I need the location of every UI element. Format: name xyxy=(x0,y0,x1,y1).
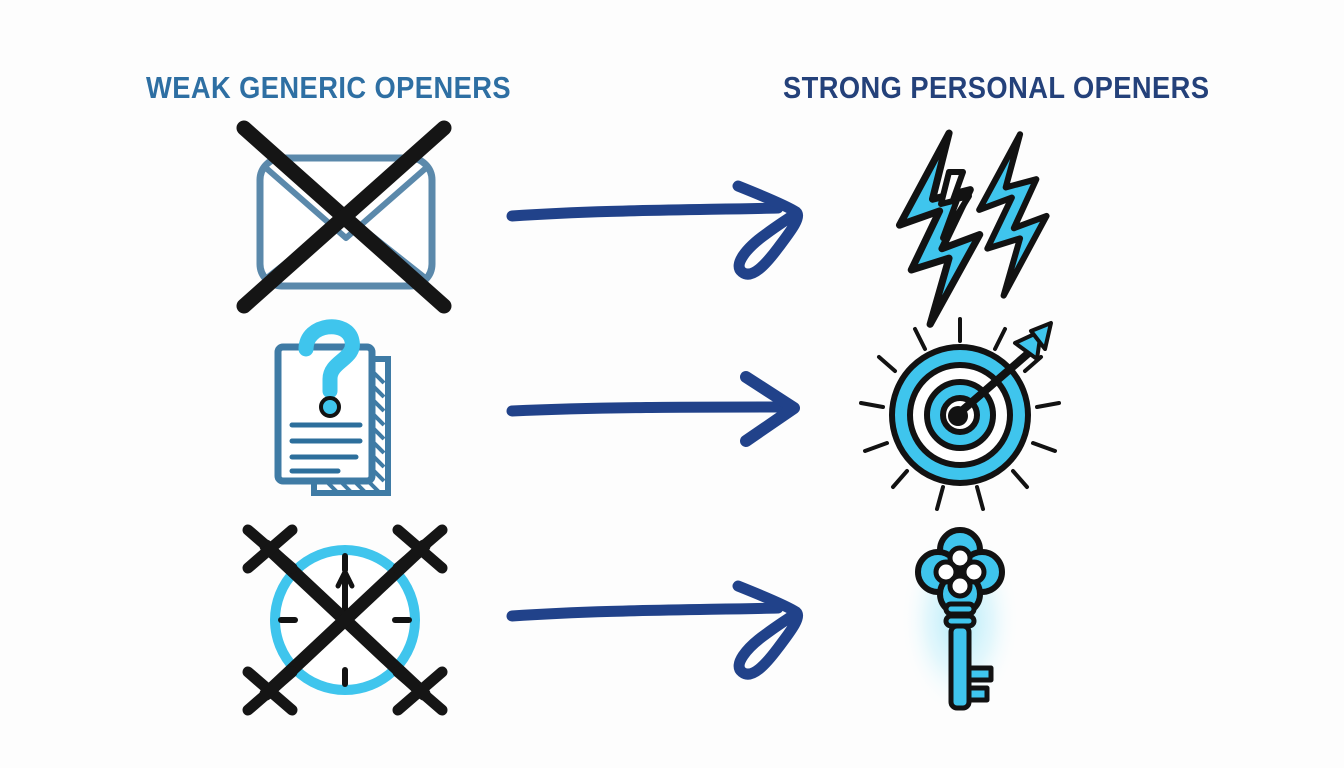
looped-arrow-icon xyxy=(490,120,830,320)
looped-arrow-icon xyxy=(490,520,830,720)
glowing-key-icon xyxy=(845,520,1075,720)
bullseye-target-with-arrow-icon xyxy=(845,315,1075,515)
comparison-row xyxy=(0,120,1344,328)
column-heading-strong: STRONG PERSONAL OPENERS xyxy=(783,70,1210,105)
straight-arrow-icon xyxy=(490,315,830,515)
column-heading-weak: WEAK GENERIC OPENERS xyxy=(146,70,512,105)
comparison-row xyxy=(0,520,1344,720)
crossed-out-envelope-icon xyxy=(230,120,460,320)
comparison-row xyxy=(0,315,1344,515)
lightning-bolts-icon xyxy=(845,120,1075,328)
crossed-out-clock-icon xyxy=(230,520,460,720)
question-mark-document-icon xyxy=(230,315,460,515)
